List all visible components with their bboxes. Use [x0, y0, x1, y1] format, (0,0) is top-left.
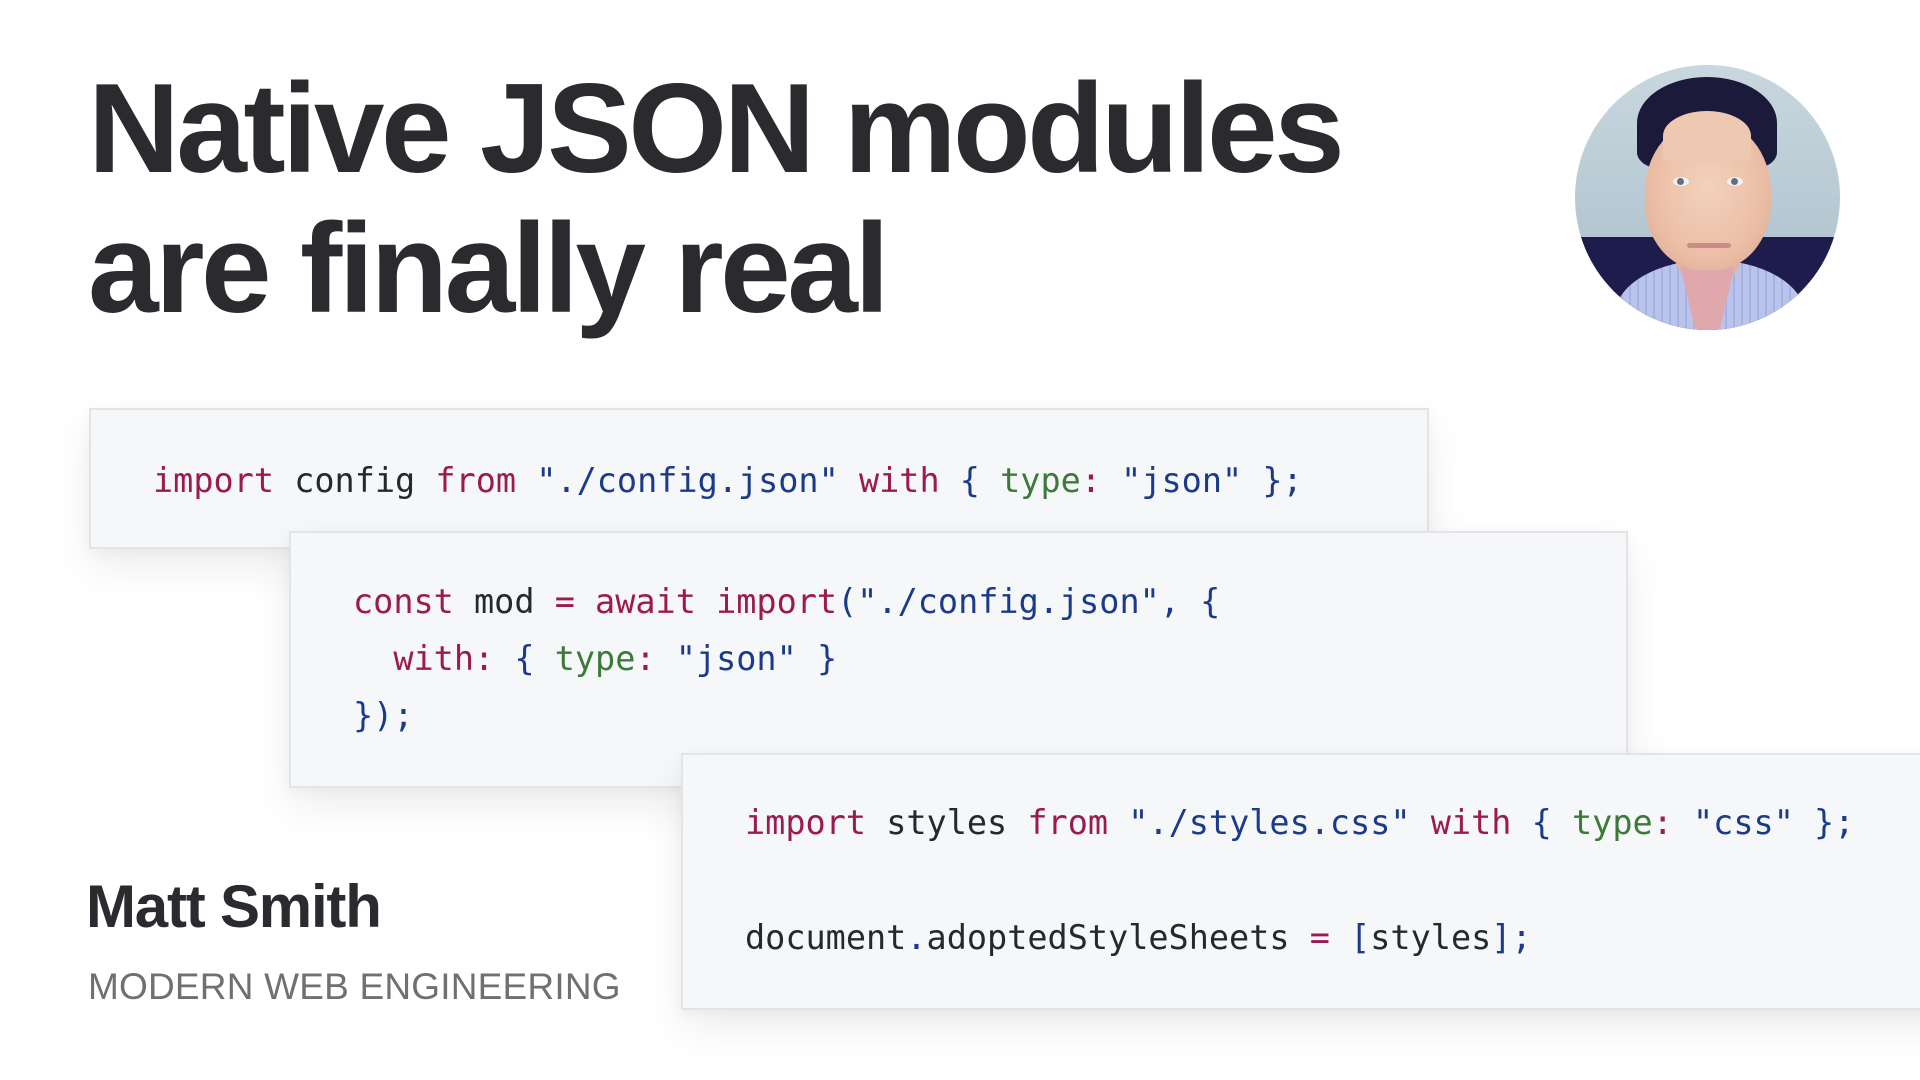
code-token — [353, 639, 393, 678]
author-name: Matt Smith — [86, 873, 382, 940]
code-token: [ — [1350, 918, 1371, 957]
code-token — [494, 639, 514, 678]
code-token — [1673, 803, 1693, 842]
code-token — [1511, 803, 1531, 842]
code-token: styles — [1370, 918, 1492, 957]
code-token — [1108, 803, 1128, 842]
code-token: with — [858, 461, 940, 500]
code-token — [696, 582, 716, 621]
code-token — [940, 461, 960, 500]
code-token: : — [635, 639, 656, 678]
code-block-css-import: import styles from "./styles.css" with {… — [681, 753, 1920, 1010]
author-tagline: MODERN WEB ENGINEERING — [88, 966, 621, 1007]
code-token: = — [1309, 918, 1330, 957]
code-token: : — [1080, 461, 1101, 500]
slide-title-line-1: Native JSON modules — [88, 57, 1345, 199]
code-token: const — [353, 582, 454, 621]
code-token: with — [393, 639, 475, 678]
avatar-left-eye — [1673, 177, 1689, 186]
code-token — [1180, 582, 1200, 621]
code-block-static-import: import config from "./config.json" with … — [89, 408, 1429, 549]
code-block-dynamic-import: const mod = await import("./config.json"… — [289, 531, 1628, 788]
code-token — [1101, 461, 1121, 500]
code-token: import — [745, 803, 867, 842]
code-token: from — [435, 461, 517, 500]
code-token: adoptedStyleSheets — [926, 918, 1290, 957]
code-token — [839, 461, 859, 500]
code-token — [1242, 461, 1262, 500]
code-token — [1330, 918, 1350, 957]
author-avatar — [1575, 65, 1840, 330]
code-token: "css" — [1693, 803, 1794, 842]
code-token: document — [745, 918, 907, 957]
code-token: , — [1159, 582, 1180, 621]
code-token — [1007, 803, 1027, 842]
code-token: "./styles.css" — [1128, 803, 1411, 842]
code-token: "./config.json" — [857, 582, 1160, 621]
code-token: = — [554, 582, 575, 621]
code-token — [980, 461, 1000, 500]
code-token: : — [1652, 803, 1673, 842]
code-line: import styles from "./styles.css" with {… — [745, 803, 1854, 843]
code-token: ( — [837, 582, 858, 621]
code-token: { — [514, 639, 535, 678]
code-token: type — [554, 639, 636, 678]
code-token: }); — [353, 696, 414, 735]
code-line: }); — [353, 696, 414, 736]
code-token: "./config.json" — [536, 461, 839, 500]
code-token: type — [1571, 803, 1653, 842]
code-token: : — [474, 639, 495, 678]
code-token — [1794, 803, 1814, 842]
code-line: with: { type: "json" } — [353, 639, 837, 679]
code-token: import — [716, 582, 838, 621]
code-token — [797, 639, 817, 678]
code-token: { — [959, 461, 980, 500]
code-token: mod — [474, 582, 535, 621]
code-token: "json" — [1121, 461, 1243, 500]
avatar-forehead — [1663, 111, 1751, 161]
code-token: type — [1000, 461, 1081, 500]
code-token: } — [816, 639, 838, 678]
code-token: from — [1027, 803, 1109, 842]
code-line: document.adoptedStyleSheets = [styles]; — [745, 918, 1532, 958]
code-token — [575, 582, 595, 621]
slide-title: Native JSON modules are finally real — [88, 57, 1345, 339]
code-token: "json" — [675, 639, 797, 678]
code-token — [1290, 918, 1310, 957]
code-token: }; — [1814, 803, 1855, 842]
code-token — [516, 461, 536, 500]
code-token — [1411, 803, 1431, 842]
code-token: { — [1531, 803, 1552, 842]
code-token — [454, 582, 474, 621]
code-token: styles — [886, 803, 1008, 842]
code-token — [656, 639, 676, 678]
code-token: { — [1200, 582, 1221, 621]
code-line: const mod = await import("./config.json"… — [353, 582, 1220, 622]
code-token: ]; — [1491, 918, 1532, 957]
code-line: import config from "./config.json" with … — [153, 461, 1303, 501]
avatar-right-eye — [1727, 177, 1743, 186]
code-token: config — [294, 461, 416, 500]
code-token — [535, 582, 555, 621]
avatar-mouth — [1687, 243, 1731, 248]
code-token: . — [906, 918, 927, 957]
code-token: import — [153, 461, 275, 500]
code-token — [415, 461, 435, 500]
slide-title-line-2: are finally real — [88, 197, 890, 339]
code-token — [535, 639, 555, 678]
code-token — [274, 461, 294, 500]
code-token: await — [595, 582, 696, 621]
code-token — [1552, 803, 1572, 842]
code-token: with — [1430, 803, 1512, 842]
code-token — [866, 803, 886, 842]
code-token: }; — [1262, 461, 1303, 500]
